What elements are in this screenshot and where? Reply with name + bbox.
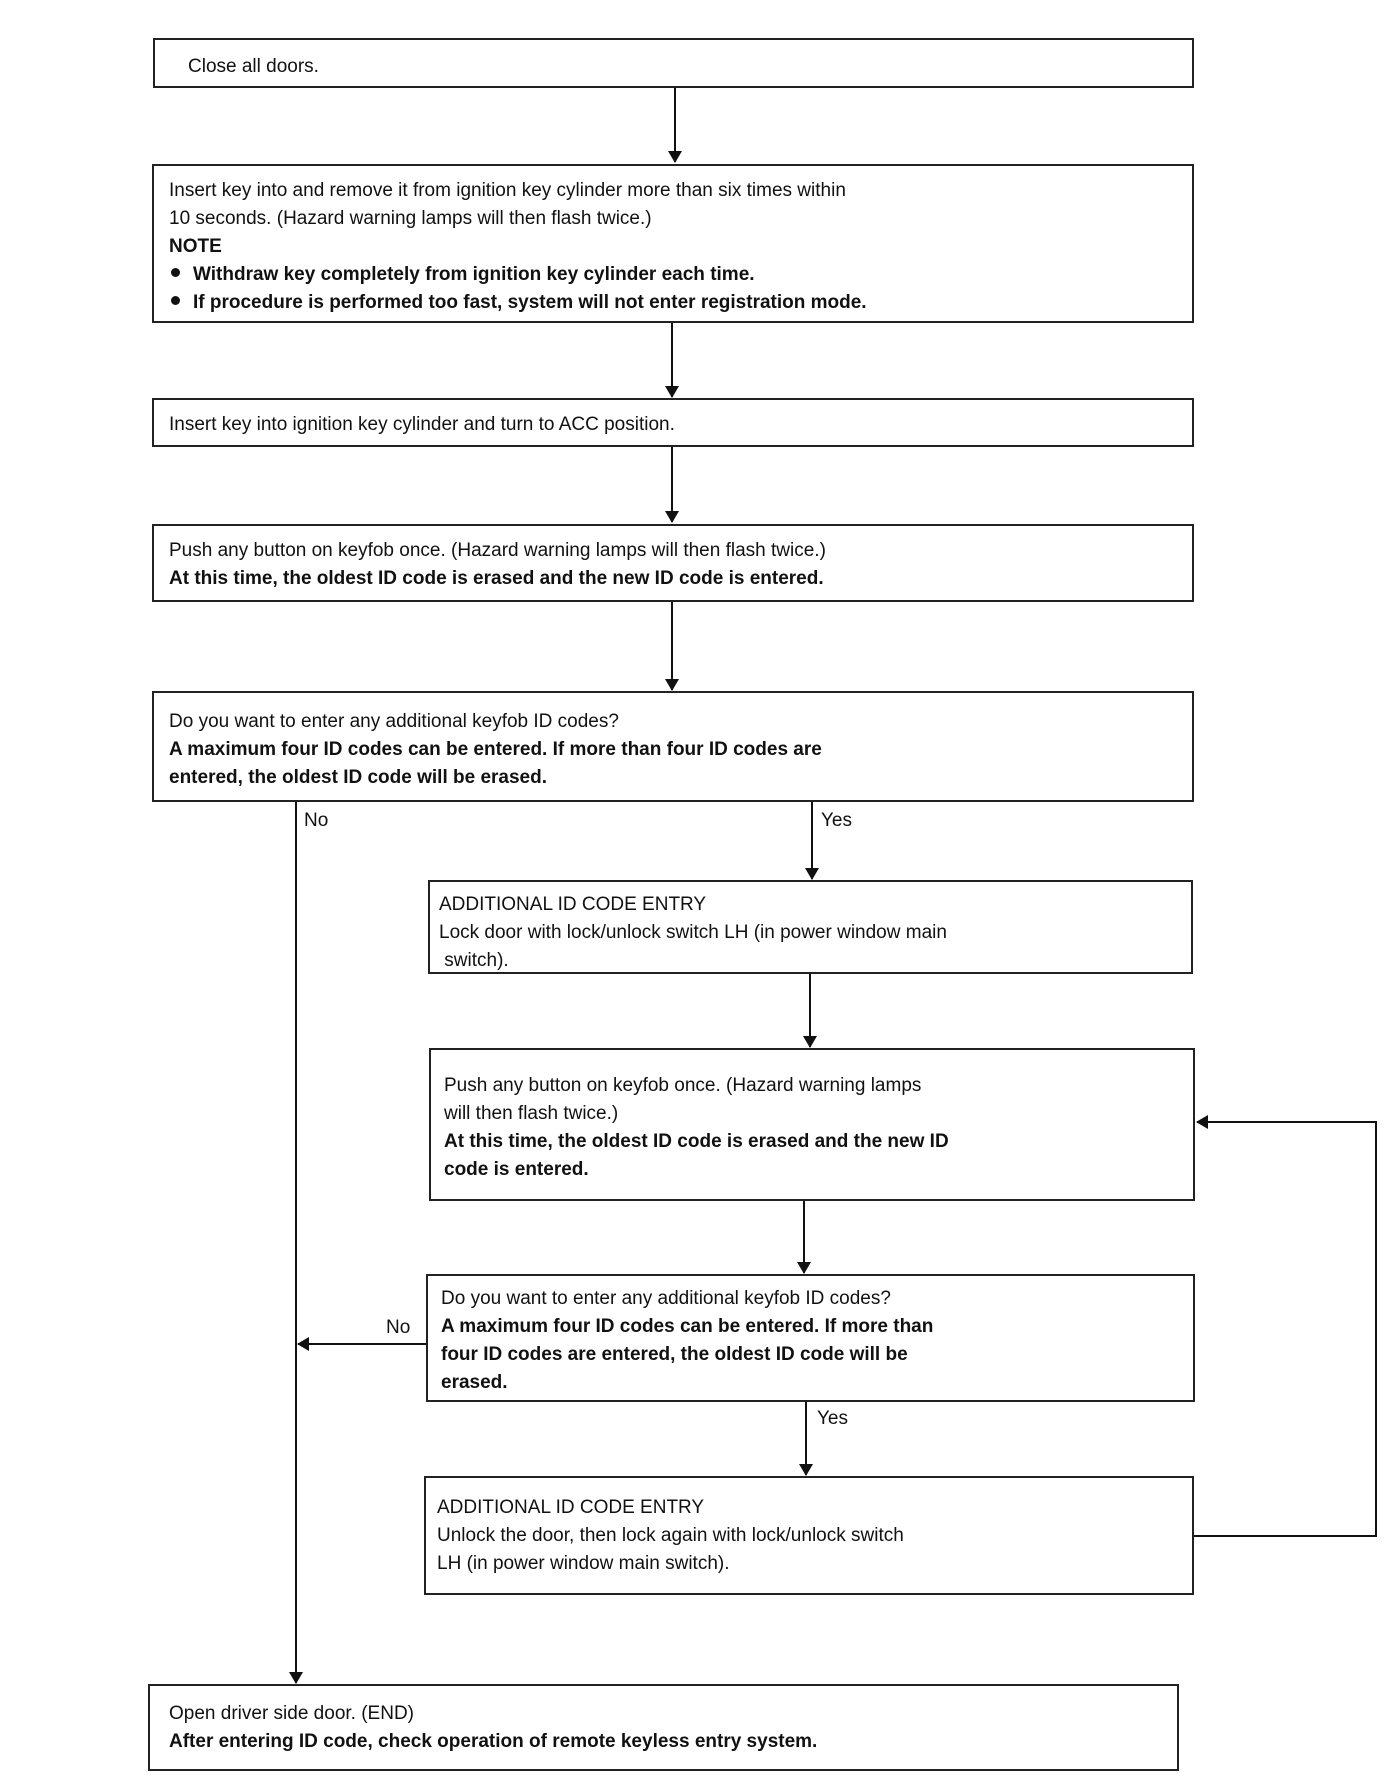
step-text-line: Do you want to enter any additional keyf… <box>169 711 619 732</box>
arrow-entry2-loop-to-push2 <box>1194 1115 1377 1537</box>
step-turn-to-acc: Insert key into ignition key cylinder an… <box>152 398 1194 447</box>
step-text-line: code is entered. <box>444 1159 589 1180</box>
step-text-line: entered, the oldest ID code will be eras… <box>169 767 547 788</box>
step-text-line: Push any button on keyfob once. (Hazard … <box>169 540 826 561</box>
step-text-line: Insert key into ignition key cylinder an… <box>169 414 675 435</box>
step-text-line: erased. <box>441 1372 508 1393</box>
decision-additional-codes-2: Do you want to enter any additional keyf… <box>426 1274 1195 1402</box>
step-text-line: Open driver side door. (END) <box>169 1703 414 1724</box>
step-text-line: LH (in power window main switch). <box>437 1553 730 1574</box>
step-end-open-driver-door: Open driver side door. (END) After enter… <box>148 1684 1179 1771</box>
note-heading: NOTE <box>169 236 222 257</box>
edge-label-no: No <box>386 1317 411 1338</box>
edge-label-yes: Yes <box>821 810 852 831</box>
step-text-line: A maximum four ID codes can be entered. … <box>441 1316 934 1337</box>
step-text-line: four ID codes are entered, the oldest ID… <box>441 1344 908 1365</box>
step-text-line: Unlock the door, then lock again with lo… <box>437 1525 904 1546</box>
step-text-line: A maximum four ID codes can be entered. … <box>169 739 822 760</box>
step-text-line: Insert key into and remove it from ignit… <box>169 180 846 201</box>
step-text-line: Close all doors. <box>188 56 319 77</box>
step-text-line: switch). <box>439 950 509 971</box>
step-text-line: At this time, the oldest ID code is eras… <box>444 1131 949 1152</box>
step-text-line: At this time, the oldest ID code is eras… <box>169 568 824 589</box>
edge-label-yes: Yes <box>817 1408 848 1429</box>
step-text-line: Push any button on keyfob once. (Hazard … <box>444 1075 922 1096</box>
step-insert-remove-key: Insert key into and remove it from ignit… <box>152 164 1194 323</box>
step-close-doors: Close all doors. <box>153 38 1194 88</box>
step-text-line: After entering ID code, check operation … <box>169 1731 818 1752</box>
step-additional-entry-lock: ADDITIONAL ID CODE ENTRY Lock door with … <box>428 880 1193 974</box>
step-text-line: 10 seconds. (Hazard warning lamps will t… <box>169 208 652 229</box>
step-text-line: ADDITIONAL ID CODE ENTRY <box>439 894 707 915</box>
step-text-line: will then flash twice.) <box>444 1103 619 1124</box>
note-bullet: Withdraw key completely from ignition ke… <box>169 261 1192 289</box>
step-additional-entry-unlock-lock: ADDITIONAL ID CODE ENTRY Unlock the door… <box>424 1476 1194 1595</box>
step-text-line: Lock door with lock/unlock switch LH (in… <box>439 922 947 943</box>
step-push-keyfob-button-again: Push any button on keyfob once. (Hazard … <box>429 1048 1195 1201</box>
edge-label-no: No <box>304 810 329 831</box>
decision-additional-codes-1: Do you want to enter any additional keyf… <box>152 691 1194 802</box>
step-text-line: ADDITIONAL ID CODE ENTRY <box>437 1497 705 1518</box>
step-text-line: Do you want to enter any additional keyf… <box>441 1288 891 1309</box>
step-push-keyfob-button: Push any button on keyfob once. (Hazard … <box>152 524 1194 602</box>
note-bullet: If procedure is performed too fast, syst… <box>169 289 1192 317</box>
